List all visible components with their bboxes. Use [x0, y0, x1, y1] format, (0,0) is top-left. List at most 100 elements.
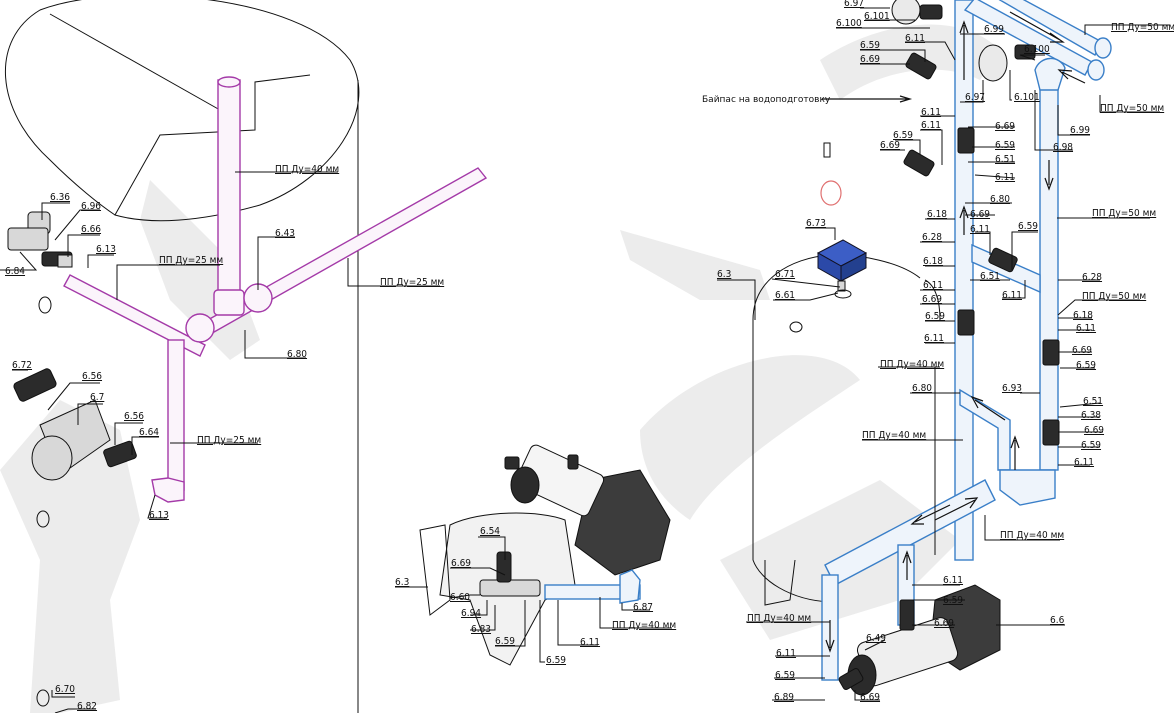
callout: 6.100	[1024, 44, 1050, 55]
callout: 6.11	[923, 280, 943, 291]
callout: 6.59	[925, 311, 945, 322]
callout: 6.69	[451, 558, 471, 569]
tank-top-ellipse	[4, 0, 360, 222]
callout: 6.11	[905, 33, 925, 44]
callout: 6.69	[934, 618, 954, 629]
callout: 6.11	[921, 120, 941, 131]
callout: 6.11	[580, 637, 600, 648]
callout: 6.43	[275, 228, 295, 239]
callout: 6.28	[922, 232, 942, 243]
callout: 6.80	[287, 349, 307, 360]
callout: 6.11	[921, 107, 941, 118]
callout: 6.11	[1076, 323, 1096, 334]
left-group: ПП Ду=40 мм ПП Ду=25 мм ПП Ду=25 мм ПП Д…	[0, 0, 488, 713]
callout: 6.73	[806, 218, 826, 229]
label-dn25-down: ПП Ду=25 мм	[197, 435, 261, 446]
callout: 6.59	[943, 595, 963, 606]
label-dn40-a: ПП Ду=40 мм	[880, 359, 944, 370]
callout: 6.7	[90, 392, 104, 403]
tee-fitting	[213, 289, 245, 316]
callout: 6.54	[480, 526, 500, 537]
ball-valves	[903, 4, 1060, 446]
callout: 6.59	[546, 655, 566, 666]
callout: 6.18	[1073, 310, 1093, 321]
callout: 6.80	[912, 383, 932, 394]
callout: 6.28	[1082, 272, 1102, 283]
callout: 6.59	[860, 40, 880, 51]
callout: 6.97	[844, 0, 864, 9]
callout: 6.6	[1050, 615, 1065, 626]
label-dn50-top-a: ПП Ду=50 мм	[1111, 22, 1174, 33]
pipe-dn40-vertical	[217, 79, 241, 301]
callout: 6.99	[984, 24, 1004, 35]
callout: 6.69	[1072, 345, 1092, 356]
callout: 6.101	[1014, 92, 1040, 103]
callout: 6.13	[96, 244, 116, 255]
callout: 6.59	[893, 130, 913, 141]
callout: 6.11	[1002, 290, 1022, 301]
callout: 6.3	[717, 269, 731, 280]
callout: 6.80	[990, 194, 1010, 205]
callout: 6.11	[1074, 457, 1094, 468]
callout: 6.101	[864, 11, 890, 22]
callout: 6.36	[50, 192, 70, 203]
callout: 6.18	[923, 256, 943, 267]
callout: 6.99	[1070, 125, 1090, 136]
callout: 6.59	[1018, 221, 1038, 232]
label-dn40-b: ПП Ду=40 мм	[862, 430, 926, 441]
pipe-dn25-down	[167, 339, 185, 491]
callout: 6.69	[880, 140, 900, 151]
callout: 6.72	[12, 360, 32, 371]
circulation-pump	[838, 584, 1001, 696]
callout: 6.3	[395, 577, 409, 588]
bypass-label: Байпас на водоподготовку	[702, 95, 831, 105]
callout: 6.51	[1083, 396, 1103, 407]
right-group: Байпас на водоподготовку ПП Ду=50 мм ПП …	[702, 0, 1174, 703]
label-dn50-right: ПП Ду=50 мм	[1082, 291, 1146, 302]
callout: 6.51	[995, 154, 1015, 165]
callout: 6.61	[775, 290, 795, 301]
label-dn25-left: ПП Ду=25 мм	[159, 255, 223, 266]
callout: 6.59	[495, 636, 515, 647]
label-dn25-right: ПП Ду=25 мм	[380, 277, 444, 288]
callout: 6.98	[1053, 142, 1073, 153]
callout: 6.93	[1002, 383, 1022, 394]
callout: 6.38	[1081, 410, 1101, 421]
callout: 6.64	[139, 427, 159, 438]
label-dn40-pump: ПП Ду=40 мм	[612, 620, 676, 631]
callout: 6.83	[471, 624, 491, 635]
bypass-arrow	[822, 95, 913, 103]
callout: 6.59	[1076, 360, 1096, 371]
callout: 6.56	[124, 411, 144, 422]
callout: 6.60	[450, 592, 470, 603]
filter-assembly	[13, 368, 137, 481]
label-dn40-vertical: ПП Ду=40 мм	[275, 164, 339, 175]
manometer	[978, 44, 1008, 82]
callout: 6.56	[82, 371, 102, 382]
callout: 6.84	[5, 266, 25, 277]
callout: 6.18	[927, 209, 947, 220]
callout: 6.69	[970, 209, 990, 220]
callout: 6.70	[55, 684, 75, 695]
callout: 6.59	[1081, 440, 1101, 451]
callout: 6.11	[776, 648, 796, 659]
label-dn40-d: ПП Ду=40 мм	[747, 613, 811, 624]
callout: 6.11	[995, 172, 1015, 183]
callout: 6.100	[836, 18, 862, 29]
tank-body	[752, 254, 941, 603]
callout: 6.82	[77, 701, 97, 712]
callout: 6.51	[980, 271, 1000, 282]
callout: 6.71	[775, 269, 795, 280]
callout: 6.69	[995, 121, 1015, 132]
callout: 6.11	[924, 333, 944, 344]
pump-motor	[574, 469, 671, 576]
callout: 6.96	[81, 201, 101, 212]
callout: 6.13	[149, 510, 169, 521]
callout: 6.69	[860, 692, 880, 703]
callout: 6.89	[774, 692, 794, 703]
callout: 6.11	[943, 575, 963, 586]
label-dn50-mid: ПП Ду=50 мм	[1092, 208, 1156, 219]
callout: 6.94	[461, 608, 481, 619]
pipe-dn40-pump	[544, 584, 641, 600]
